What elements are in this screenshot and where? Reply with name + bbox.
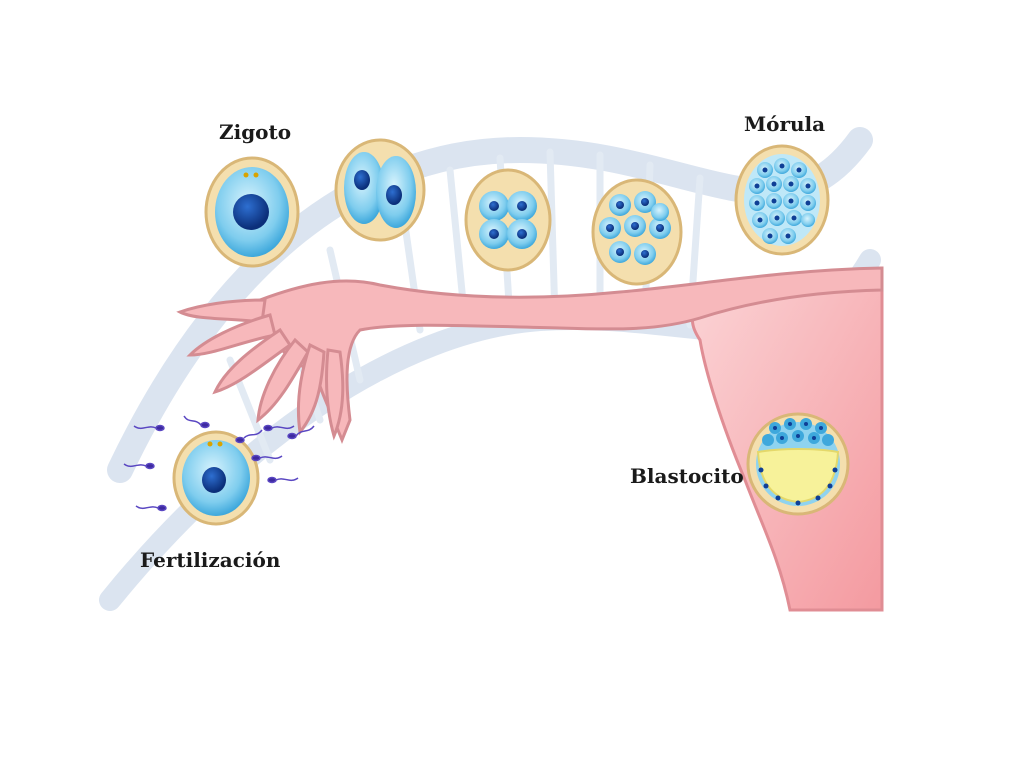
fimbriae <box>176 298 345 441</box>
label-blastocito: Blastocito <box>630 464 744 488</box>
four-cell-stage <box>464 168 552 272</box>
label-fertilizacion: Fertilización <box>140 548 281 572</box>
eight-cell-stage <box>591 178 683 286</box>
sperm-icon <box>123 415 315 512</box>
fertilization-egg <box>172 430 260 526</box>
label-morula: Mórula <box>744 112 826 136</box>
blastocyst-cell <box>746 412 850 516</box>
zygote-cell <box>204 156 300 268</box>
label-zigoto: Zigoto <box>219 120 292 144</box>
morula-cell <box>734 144 830 256</box>
fallopian-tube <box>258 266 884 445</box>
two-cell-stage <box>334 138 426 242</box>
